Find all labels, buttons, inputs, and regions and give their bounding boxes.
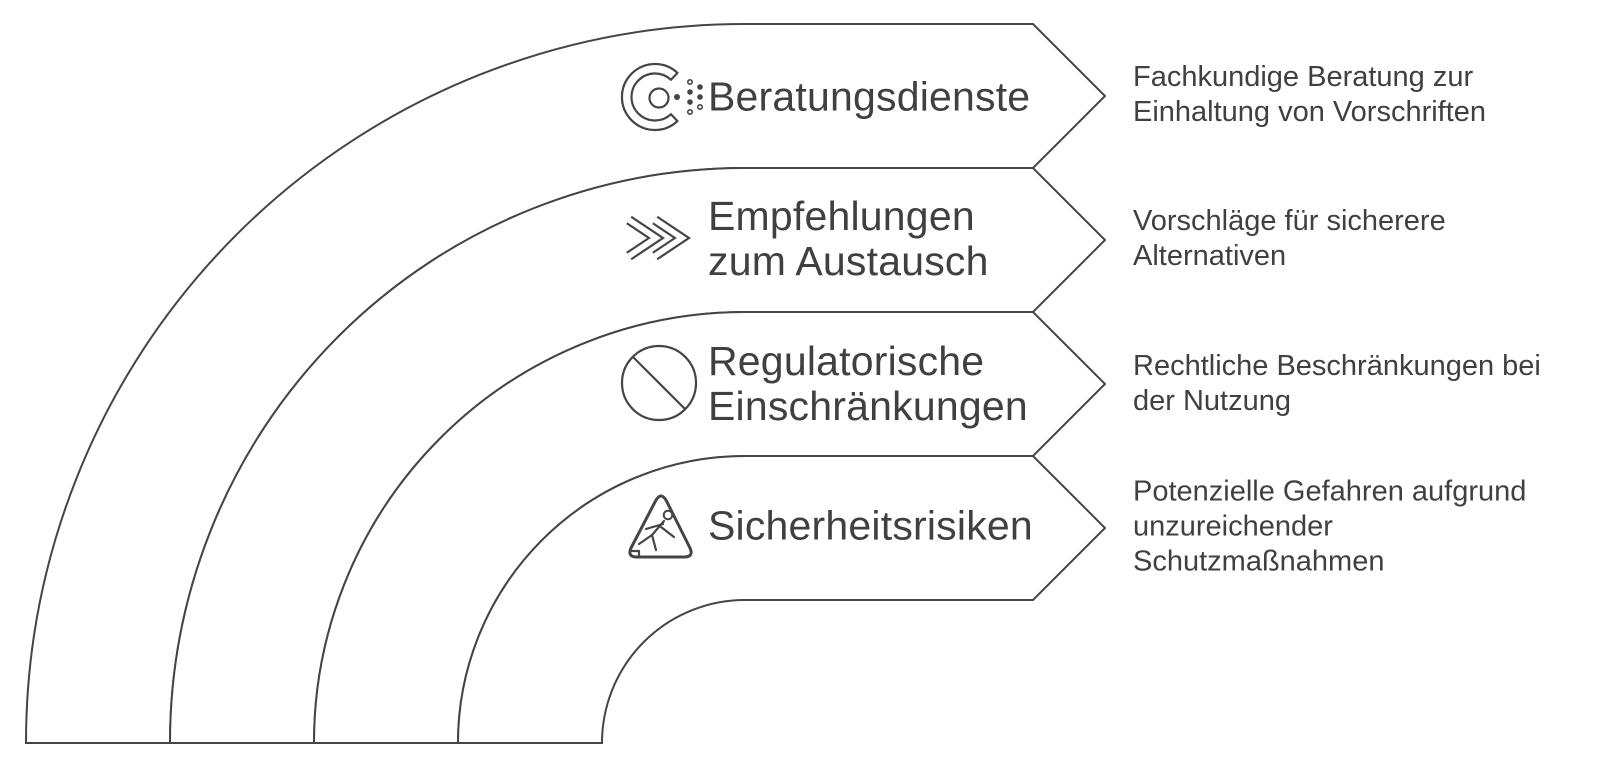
band-3-description: Rechtliche Beschränkungen bei der Nutzun… xyxy=(1133,350,1541,417)
band-4-label: Sicherheitsrisiken xyxy=(708,502,1033,549)
band-1-label: Beratungsdienste xyxy=(708,73,1031,120)
band-4-description: Potenzielle Gefahren aufgrund unzureiche… xyxy=(1133,475,1527,578)
band-3-label: Regulatorische Einschränkungen xyxy=(708,338,1028,429)
slip-hazard-icon xyxy=(628,494,693,559)
band-2-description: Vorschläge für sicherere Alternativen xyxy=(1133,205,1446,272)
band-4-ribbon-shape xyxy=(456,455,1107,744)
double-chevron-icon xyxy=(626,215,692,261)
band-2-label: Empfehlungen zum Austausch xyxy=(708,193,989,284)
prohibition-icon xyxy=(620,344,698,422)
band-1-description: Fachkundige Beratung zur Einhaltung von … xyxy=(1133,61,1487,128)
consulting-scan-icon xyxy=(620,62,703,132)
